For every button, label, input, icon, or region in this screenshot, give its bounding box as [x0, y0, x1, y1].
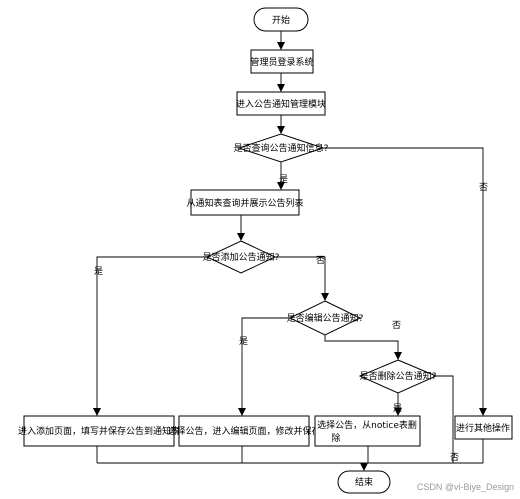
list-display-label: 从通知表查询并展示公告列表 — [186, 197, 303, 209]
admin-login-node: 管理员登录系统 — [250, 49, 314, 74]
decision-edit-label: 是否编辑公告通知? — [287, 312, 364, 324]
label-query-yes: 是 — [279, 174, 288, 185]
edge-edit-yes — [238, 317, 290, 416]
edge-query-no — [323, 147, 487, 416]
label-edit-yes: 是 — [239, 336, 248, 347]
end-label: 结束 — [355, 476, 373, 488]
label-add-yes: 是 — [94, 266, 103, 277]
label-add-no: 否 — [316, 255, 325, 266]
action-edit-node: 选择公告，进入编辑页面，修改并保存 — [167, 415, 321, 447]
label-edit-no: 否 — [392, 320, 401, 331]
start-label: 开始 — [272, 14, 290, 26]
edge-add-no — [275, 256, 329, 301]
watermark: CSDN @vi-Biye_Design — [417, 482, 514, 492]
start-node: 开始 — [253, 7, 309, 32]
action-delete-node: 选择公告，从notice表删 除 — [314, 415, 421, 447]
label-query-no: 否 — [479, 182, 488, 193]
action-delete-label-line1: 选择公告，从notice表删 — [317, 419, 417, 431]
edge-edit-no — [324, 335, 402, 360]
label-delete-yes: 是 — [393, 403, 402, 414]
action-add-label: 进入添加页面，填写并保存公告到通知表 — [18, 425, 180, 437]
action-delete-label-line2: 除 — [331, 432, 340, 444]
action-add-node: 进入添加页面，填写并保存公告到通知表 — [18, 415, 180, 447]
admin-login-label: 管理员登录系统 — [250, 56, 313, 68]
decision-query-label: 是否查询公告通知信息? — [234, 142, 329, 154]
decision-add-node: 是否添加公告通知? — [203, 240, 280, 274]
decision-query-node: 是否查询公告通知信息? — [234, 133, 329, 163]
edges — [93, 31, 487, 471]
decision-delete-node: 是否删除公告通知? — [358, 359, 438, 394]
action-other-label: 进行其他操作 — [456, 422, 510, 434]
edge-add-yes — [93, 256, 208, 416]
decision-edit-node: 是否编辑公告通知? — [287, 300, 364, 336]
end-node: 结束 — [337, 470, 391, 494]
label-delete-no: 否 — [450, 452, 459, 463]
list-display-node: 从通知表查询并展示公告列表 — [186, 189, 304, 216]
action-other-node: 进行其他操作 — [454, 415, 513, 440]
decision-delete-label: 是否删除公告通知? — [360, 370, 437, 382]
decision-add-label: 是否添加公告通知? — [203, 251, 280, 263]
edge-delete-no — [436, 375, 454, 463]
enter-module-node: 进入公告通知管理模块 — [236, 91, 326, 116]
enter-module-label: 进入公告通知管理模块 — [236, 98, 326, 110]
action-edit-label: 选择公告，进入编辑页面，修改并保存 — [167, 425, 320, 437]
